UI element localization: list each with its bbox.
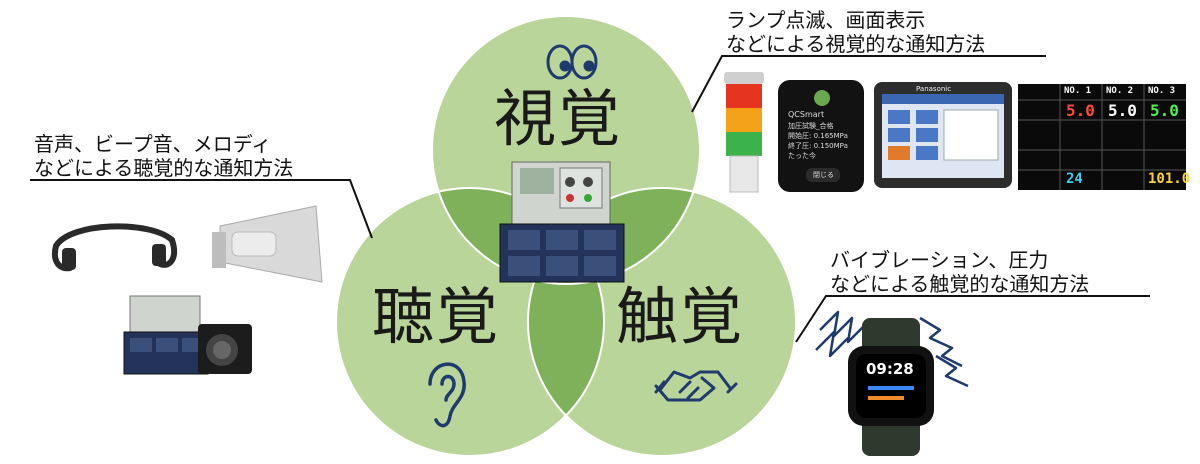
rugged-tablet-image xyxy=(874,82,1012,188)
smartwatch-line4: たった今 xyxy=(788,152,816,160)
digital-panel-display-image xyxy=(1018,84,1186,190)
eyes-icon xyxy=(546,44,598,80)
panel-header-3: NO. 3 xyxy=(1148,86,1176,96)
central-control-unit-image xyxy=(499,161,625,283)
panel-value-3: 5.0 xyxy=(1150,101,1179,120)
vision-caption-line1: ランプ点滅、画面表示 xyxy=(726,8,926,32)
smartwatch-app-name: QCSmart xyxy=(788,110,825,119)
vision-label: 視覚 xyxy=(494,82,623,155)
touch-caption-line1: バイブレーション、圧力 xyxy=(830,248,1049,272)
touch-callout-line xyxy=(795,295,1150,343)
hearing-label: 聴覚 xyxy=(372,280,501,353)
tablet-brand: Panasonic xyxy=(916,85,952,93)
panel-total: 101.0 xyxy=(1148,171,1191,187)
vision-callout-line xyxy=(691,55,1046,113)
panel-value-2: 5.0 xyxy=(1108,101,1137,120)
hearing-callout-line xyxy=(30,179,373,239)
horn-speaker-image xyxy=(212,205,323,283)
fitness-smartwatch-image xyxy=(848,318,934,456)
signal-tower-lamp-image xyxy=(724,72,764,193)
touch-label: 触覚 xyxy=(616,280,745,353)
fitness-watch-time: 09:28 xyxy=(866,360,914,378)
hearing-caption-line2: などによる聴覚的な通知方法 xyxy=(34,156,294,180)
hearing-caption-line1: 音声、ビープ音、メロディ xyxy=(34,132,272,156)
handshake-icon xyxy=(654,370,738,402)
smartwatch-notification-image xyxy=(778,80,864,192)
vision-caption-line2: などによる視覚的な通知方法 xyxy=(726,32,986,56)
smartwatch-line3: 終了圧: 0.150MPa xyxy=(788,142,848,150)
touch-caption-line2: などによる触覚的な通知方法 xyxy=(830,272,1090,296)
panel-header-1: NO. 1 xyxy=(1064,86,1092,96)
smartwatch-line2: 開始圧: 0.165MPa xyxy=(788,132,848,140)
vibration-lines-icon xyxy=(815,310,969,388)
ear-icon xyxy=(428,362,466,428)
panel-counter: 24 xyxy=(1066,171,1083,187)
panel-header-2: NO. 2 xyxy=(1106,86,1134,96)
smartwatch-close-button: 閉じる xyxy=(813,171,834,179)
panel-value-1: 5.0 xyxy=(1066,101,1095,120)
control-unit-with-speaker-image xyxy=(123,295,252,375)
smartwatch-line1: 加圧試験_合格 xyxy=(788,122,834,130)
